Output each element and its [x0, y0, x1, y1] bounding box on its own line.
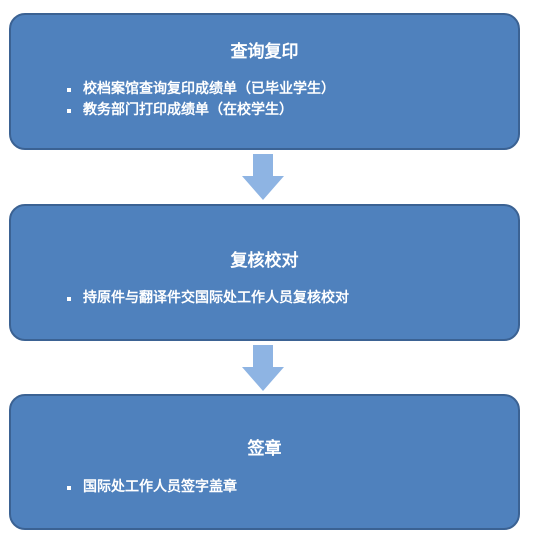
step-query-copy: 查询复印 校档案馆查询复印成绩单（已毕业学生） 教务部门打印成绩单（在校学生） — [9, 13, 520, 150]
down-arrow-icon — [242, 154, 284, 200]
bullet-item: 教务部门打印成绩单（在校学生） — [67, 100, 518, 121]
step-bullet-list: 校档案馆查询复印成绩单（已毕业学生） 教务部门打印成绩单（在校学生） — [67, 79, 518, 121]
step-bullet-list: 持原件与翻译件交国际处工作人员复核校对 — [67, 288, 518, 309]
bullet-item: 校档案馆查询复印成绩单（已毕业学生） — [67, 79, 518, 100]
bullet-item: 国际处工作人员签字盖章 — [67, 477, 518, 498]
down-arrow-icon — [242, 345, 284, 391]
step-title: 签章 — [247, 439, 282, 459]
step-sign-stamp: 签章 国际处工作人员签字盖章 — [9, 394, 520, 530]
step-title: 查询复印 — [230, 42, 299, 62]
step-title: 复核校对 — [230, 251, 299, 271]
step-bullet-list: 国际处工作人员签字盖章 — [67, 477, 518, 498]
bullet-item: 持原件与翻译件交国际处工作人员复核校对 — [67, 288, 518, 309]
step-review-verify: 复核校对 持原件与翻译件交国际处工作人员复核校对 — [9, 204, 520, 341]
